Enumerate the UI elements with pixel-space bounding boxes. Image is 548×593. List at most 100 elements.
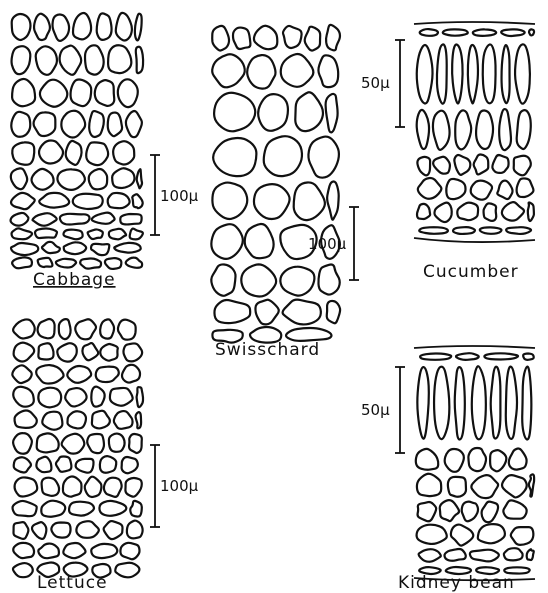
- cell-outline: [448, 477, 466, 497]
- cell-outline: [100, 344, 117, 361]
- cell-outline: [92, 213, 115, 224]
- cell-outline: [34, 14, 50, 40]
- swisschard-scale-label: 100μ: [308, 235, 347, 253]
- cell-outline: [482, 502, 498, 523]
- cell-outline: [511, 527, 534, 545]
- cell-outline: [214, 300, 250, 323]
- cell-outline: [326, 94, 338, 132]
- cell-outline: [12, 46, 31, 74]
- cell-outline: [32, 169, 54, 190]
- cell-outline: [13, 319, 35, 338]
- cell-outline: [417, 367, 428, 439]
- cell-outline: [34, 112, 56, 136]
- cell-outline: [499, 109, 511, 150]
- cell-outline: [96, 367, 119, 382]
- cell-outline: [136, 47, 143, 73]
- cell-outline: [13, 387, 34, 407]
- cell-outline: [241, 264, 276, 296]
- cell-outline: [62, 434, 85, 454]
- cell-outline: [497, 181, 512, 199]
- cell-outline: [446, 179, 465, 199]
- cabbage-scale-label: 100μ: [160, 187, 199, 205]
- cell-outline: [92, 411, 110, 429]
- cell-outline: [89, 111, 104, 137]
- cell-outline: [457, 203, 478, 221]
- cell-outline: [281, 54, 314, 87]
- cell-outline: [11, 243, 38, 255]
- cell-outline: [483, 44, 496, 103]
- cell-outline: [258, 94, 288, 131]
- cell-outline: [123, 343, 142, 361]
- cell-outline: [113, 141, 134, 164]
- cell-outline: [87, 434, 104, 453]
- cell-outline: [118, 320, 136, 340]
- cell-outline: [478, 524, 505, 543]
- cell-outline: [506, 367, 517, 439]
- cell-outline: [13, 433, 32, 454]
- cell-outline: [120, 543, 139, 559]
- cell-outline: [63, 476, 82, 496]
- cell-outline: [100, 456, 116, 473]
- cell-outline: [39, 140, 63, 163]
- cabbage-section: [11, 13, 144, 269]
- cell-outline: [80, 258, 101, 268]
- cucumber-section: [414, 22, 535, 242]
- cell-outline: [437, 44, 447, 103]
- cell-outline: [12, 142, 34, 164]
- upper-epidermis-line: [414, 346, 535, 348]
- cell-outline: [82, 343, 98, 360]
- cell-outline: [419, 549, 441, 562]
- cell-outline: [454, 155, 470, 175]
- cell-outline: [417, 110, 429, 149]
- cell-outline: [283, 300, 321, 325]
- cell-outline: [73, 13, 91, 39]
- cell-outline: [35, 228, 57, 238]
- cabbage-scale-bar: 100μ: [150, 155, 199, 235]
- cell-outline: [118, 79, 138, 107]
- cell-outline: [471, 475, 498, 498]
- cell-outline: [433, 157, 450, 174]
- cell-outline: [502, 45, 510, 103]
- cell-outline: [57, 169, 84, 190]
- cell-outline: [76, 521, 98, 538]
- cell-outline: [318, 265, 339, 295]
- swisschard-label: Swisschard: [215, 340, 320, 360]
- cell-outline: [97, 13, 112, 39]
- cell-outline: [286, 328, 331, 341]
- cell-outline: [509, 449, 527, 470]
- cell-outline: [42, 412, 62, 430]
- cell-outline: [528, 203, 534, 222]
- cell-outline: [213, 138, 256, 176]
- cell-outline: [38, 319, 55, 338]
- cell-outline: [445, 549, 466, 561]
- cell-outline: [136, 412, 142, 428]
- cell-outline: [91, 244, 109, 255]
- cell-outline: [122, 365, 140, 383]
- cell-outline: [417, 525, 447, 544]
- cell-outline: [15, 477, 38, 496]
- cell-outline: [506, 227, 531, 234]
- cell-outline: [514, 156, 531, 176]
- cell-outline: [126, 258, 142, 268]
- cell-outline: [471, 181, 492, 200]
- cell-outline: [59, 319, 71, 339]
- cell-outline: [130, 501, 142, 517]
- cell-outline: [327, 181, 339, 219]
- upper-epidermis-line: [414, 22, 535, 24]
- cell-outline: [474, 154, 489, 174]
- cell-outline: [214, 93, 255, 132]
- cell-outline: [245, 224, 274, 258]
- cell-outline: [60, 46, 82, 75]
- cell-outline: [434, 367, 449, 440]
- cell-outline: [517, 110, 531, 149]
- cell-outline: [233, 28, 250, 49]
- cell-outline: [130, 229, 143, 240]
- cell-outline: [63, 230, 82, 240]
- cucumber-scale-bar: 50μ: [361, 40, 405, 127]
- cell-outline: [13, 563, 33, 577]
- cell-outline: [51, 523, 70, 538]
- cell-outline: [14, 457, 31, 472]
- cell-outline: [137, 169, 142, 188]
- cell-outline: [85, 477, 102, 497]
- cell-outline: [484, 353, 518, 359]
